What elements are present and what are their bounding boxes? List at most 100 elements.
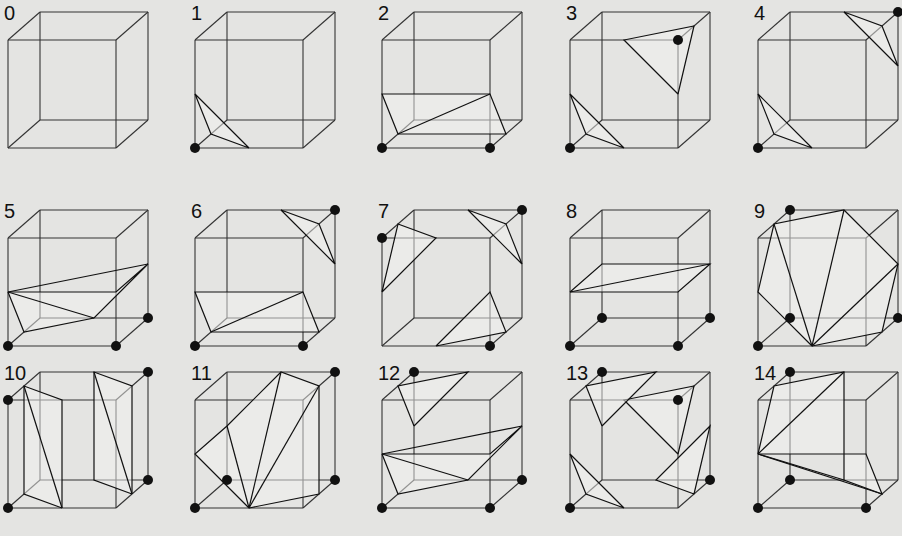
vertex-dot bbox=[330, 367, 340, 377]
triangle-edge bbox=[812, 264, 898, 346]
vertex-dot bbox=[377, 143, 387, 153]
cube-edge bbox=[413, 210, 414, 318]
vertex-dot bbox=[517, 205, 527, 215]
iso-surface bbox=[758, 94, 812, 148]
triangle-edge bbox=[382, 454, 468, 480]
cube-case bbox=[377, 205, 527, 351]
cube-edge bbox=[602, 317, 710, 318]
iso-surface bbox=[382, 224, 436, 292]
iso-surface bbox=[436, 292, 506, 346]
cube-edge bbox=[116, 120, 148, 148]
vertex-dot bbox=[485, 143, 495, 153]
cube-edge bbox=[40, 209, 148, 210]
triangle-edge bbox=[211, 292, 303, 332]
iso-surface bbox=[382, 94, 506, 134]
cube-edge bbox=[490, 12, 522, 40]
vertex-dot bbox=[705, 475, 715, 485]
cube-case bbox=[190, 12, 335, 153]
triangle-edge bbox=[570, 264, 710, 292]
cube-edge bbox=[866, 210, 898, 238]
vertex-dot bbox=[565, 143, 575, 153]
cube-edge bbox=[116, 318, 148, 346]
cube-edge bbox=[334, 372, 335, 480]
vertex-dot bbox=[597, 313, 607, 323]
iso-surface bbox=[570, 454, 624, 508]
triangle-edge bbox=[812, 210, 844, 346]
cube-edge bbox=[303, 12, 335, 40]
triangle-edge bbox=[758, 454, 844, 480]
cube-edge bbox=[570, 345, 678, 346]
cube-edge bbox=[116, 12, 148, 40]
triangle-edge bbox=[24, 386, 62, 508]
cube-edge bbox=[227, 11, 335, 12]
vertex-dot bbox=[190, 503, 200, 513]
iso-surface bbox=[844, 12, 898, 66]
vertex-dot bbox=[330, 475, 340, 485]
cube-case bbox=[753, 7, 902, 153]
case-number: 3 bbox=[566, 3, 577, 23]
cube-case bbox=[565, 12, 710, 153]
vertex-dot bbox=[111, 341, 121, 351]
vertex-dot bbox=[705, 313, 715, 323]
cube-edge bbox=[303, 120, 335, 148]
case-number: 9 bbox=[754, 201, 765, 221]
vertex-dot bbox=[190, 143, 200, 153]
cube-edge bbox=[758, 507, 866, 508]
cube-edge bbox=[8, 120, 40, 148]
vertex-dot bbox=[753, 503, 763, 513]
cube-case bbox=[3, 367, 153, 513]
cube-edge bbox=[865, 40, 866, 148]
case-number: 10 bbox=[4, 363, 26, 383]
iso-surface bbox=[624, 386, 694, 454]
iso-surface bbox=[281, 210, 335, 264]
vertex-dot bbox=[753, 143, 763, 153]
vertex-dot bbox=[222, 475, 232, 485]
cube-edge bbox=[570, 237, 678, 238]
cube-edge bbox=[226, 12, 227, 120]
cube-edge bbox=[602, 209, 710, 210]
cube-edge bbox=[147, 372, 148, 480]
triangle-edge bbox=[227, 426, 249, 508]
vertex-dot bbox=[143, 313, 153, 323]
iso-surface bbox=[758, 210, 898, 346]
cube-edge bbox=[227, 119, 335, 120]
cube-edge bbox=[40, 11, 148, 12]
cube-edge bbox=[601, 12, 602, 120]
cube-edge bbox=[8, 39, 116, 40]
vertex-dot bbox=[3, 341, 13, 351]
case-number: 6 bbox=[191, 201, 202, 221]
vertex-dot bbox=[753, 341, 763, 351]
cube-case bbox=[377, 12, 522, 153]
vertex-dot bbox=[893, 7, 902, 17]
vertex-dot bbox=[298, 341, 308, 351]
iso-surface bbox=[24, 386, 62, 508]
cube-edge bbox=[866, 372, 898, 400]
case-number: 1 bbox=[191, 3, 202, 23]
iso-surface bbox=[94, 372, 132, 494]
cube-edge bbox=[8, 147, 116, 148]
iso-surface bbox=[195, 292, 319, 332]
cube-case bbox=[753, 367, 898, 513]
triangle-edge bbox=[8, 264, 148, 292]
iso-surface bbox=[758, 372, 882, 494]
cube-edge bbox=[709, 12, 710, 120]
vertex-dot bbox=[565, 341, 575, 351]
cube-edge bbox=[521, 12, 522, 120]
cube-edge bbox=[866, 120, 898, 148]
cube-case bbox=[3, 210, 153, 351]
vertex-dot bbox=[597, 367, 607, 377]
cube-edge bbox=[678, 210, 710, 238]
triangle-edge bbox=[382, 426, 522, 454]
cube-edge bbox=[414, 11, 522, 12]
cube-edge bbox=[302, 40, 303, 148]
vertex-dot bbox=[673, 395, 683, 405]
cube-edge bbox=[897, 372, 898, 480]
cube-edge bbox=[490, 372, 522, 400]
triangle-edge bbox=[94, 372, 132, 494]
triangle-edge bbox=[774, 224, 812, 346]
cube-edge bbox=[195, 480, 227, 508]
cube-case bbox=[565, 367, 715, 513]
vertex-dot bbox=[485, 341, 495, 351]
cube-edge bbox=[602, 11, 710, 12]
vertex-dot bbox=[485, 503, 495, 513]
